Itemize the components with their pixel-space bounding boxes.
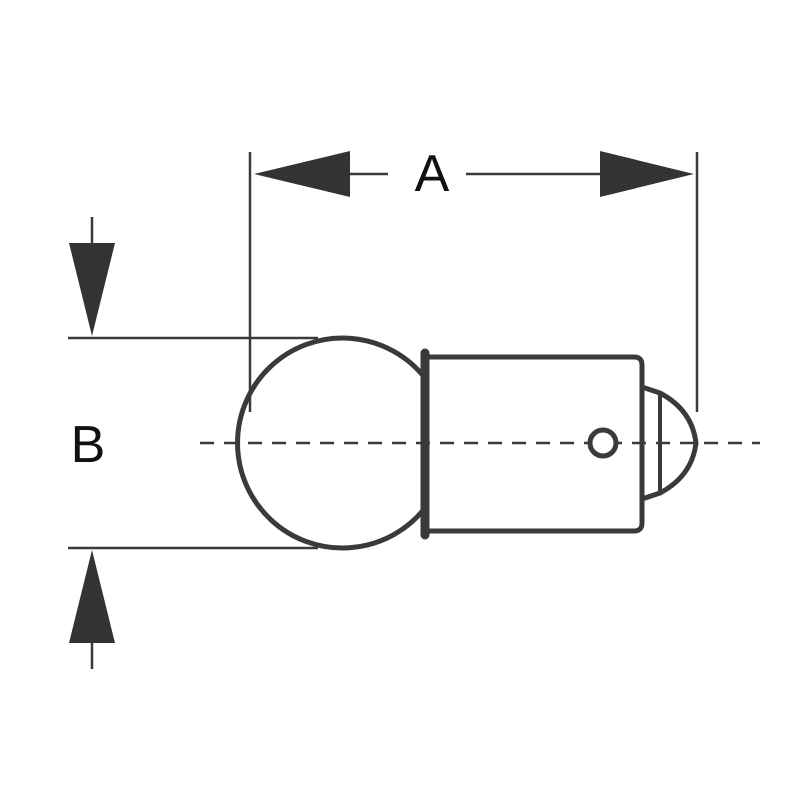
contact-cap xyxy=(641,384,699,502)
dimension-a-arrow-left xyxy=(254,151,350,197)
dimension-b-arrow-top xyxy=(69,243,115,336)
bulb-base xyxy=(425,354,645,534)
dimension-a-arrow-right xyxy=(600,151,694,197)
bulb-glass xyxy=(235,335,427,551)
dimension-a-label: A xyxy=(415,145,450,203)
bayonet-pin xyxy=(587,427,619,459)
dimension-b-label: B xyxy=(71,416,106,474)
dimension-b-arrow-bottom xyxy=(69,550,115,643)
